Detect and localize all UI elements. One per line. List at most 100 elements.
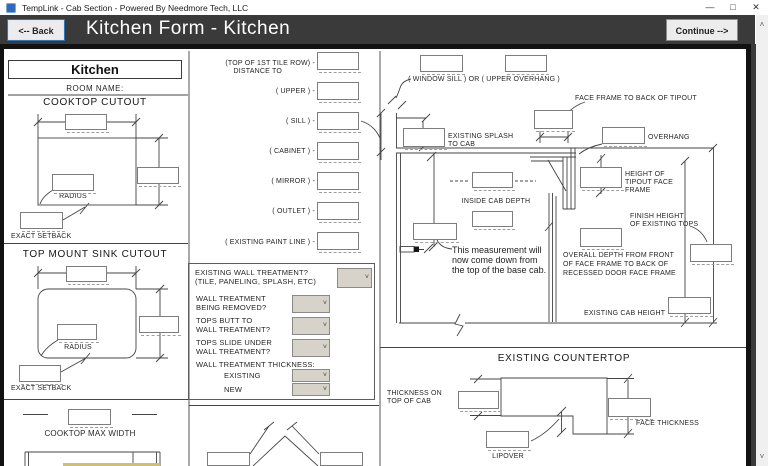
distance-row-label: ( OUTLET ) - bbox=[272, 208, 315, 215]
header-bar: <-- Back Kitchen Form - Kitchen Continue… bbox=[0, 15, 755, 44]
face-thickness-input[interactable] bbox=[608, 398, 653, 420]
lipover-label: LIPOVER bbox=[492, 453, 524, 460]
inside-cab-depth-input[interactable] bbox=[472, 172, 515, 191]
scroll-up-icon[interactable]: ˄ bbox=[759, 20, 765, 29]
note-line: the top of the base cab. bbox=[452, 265, 547, 276]
finish-height-label: FINISH HEIGHT bbox=[630, 213, 684, 220]
wall-treatment-select[interactable]: ˅ bbox=[337, 268, 372, 288]
room-name-value[interactable]: Kitchen bbox=[8, 60, 182, 79]
sink-depth-input[interactable] bbox=[139, 316, 181, 336]
distance-input-4[interactable] bbox=[317, 172, 361, 193]
overall-depth-label2: OF FACE FRAME TO BACK OF bbox=[563, 261, 669, 268]
distance-input-0[interactable] bbox=[317, 52, 361, 73]
face-thickness-label: FACE THICKNESS bbox=[636, 420, 699, 427]
thickness-on-top-input[interactable] bbox=[458, 391, 501, 412]
tops-butt-label: TOPS BUTT TO bbox=[196, 316, 253, 325]
distance-row1-label: (TOP OF 1ST TILE ROW) - bbox=[225, 60, 315, 67]
tipout-height-label3: FRAME bbox=[625, 187, 651, 194]
sink-setback-input[interactable] bbox=[19, 365, 63, 385]
finish-height-label2: OF EXISTING TOPS bbox=[630, 221, 699, 228]
continue-button[interactable]: Continue --> bbox=[666, 19, 738, 41]
thickness-on-top-label: THICKNESS ON bbox=[387, 390, 442, 397]
window-sill-label: ( WINDOW SILL ) OR ( UPPER OVERHANG ) bbox=[408, 75, 560, 83]
distance-input-3[interactable] bbox=[317, 142, 361, 163]
removed-select[interactable]: ˅ bbox=[292, 295, 330, 313]
removed-q-label2: BEING REMOVED? bbox=[196, 302, 267, 312]
chevron-down-icon: ˅ bbox=[322, 300, 327, 308]
face-frame-tipout-label: FACE FRAME TO BACK OF TIPOUT bbox=[575, 95, 697, 102]
chevron-down-icon: ˅ bbox=[322, 322, 327, 330]
distance-input-2[interactable] bbox=[317, 112, 361, 133]
cooktop-setback-input[interactable] bbox=[20, 212, 65, 232]
distance-row-label: ( CABINET ) - bbox=[269, 148, 315, 155]
sink-width-input[interactable] bbox=[66, 266, 109, 285]
title-bar: TempLink - Cab Section - Powered By Need… bbox=[0, 0, 768, 15]
tops-slide-select[interactable]: ˅ bbox=[292, 339, 330, 357]
chevron-down-icon: ˅ bbox=[364, 274, 369, 282]
chevron-down-icon: ˅ bbox=[322, 371, 327, 379]
cooktop-max-width-label: COOKTOP MAX WIDTH bbox=[44, 429, 136, 438]
overall-depth-label3: RECESSED DOOR FACE FRAME bbox=[563, 270, 676, 277]
chevron-down-icon: ˅ bbox=[322, 385, 327, 393]
cooktop-cutout-title: COOKTOP CUTOUT bbox=[43, 97, 147, 108]
cooktop-setback-label: EXACT SETBACK bbox=[11, 233, 72, 240]
tipout-height-input[interactable] bbox=[580, 167, 624, 191]
cooktop-width-input[interactable] bbox=[65, 114, 109, 133]
cab-section-drawing bbox=[4, 51, 746, 466]
thickness-on-top-label2: TOP OF CAB bbox=[387, 398, 432, 405]
existing-splash-label: EXISTING SPLASH bbox=[448, 133, 514, 140]
chevron-down-icon: ˅ bbox=[322, 344, 327, 352]
existing-cab-height-label: EXISTING CAB HEIGHT bbox=[584, 310, 666, 317]
distance-input-5[interactable] bbox=[317, 202, 361, 223]
thickness-heading: WALL TREATMENT THICKNESS: bbox=[196, 360, 315, 369]
tipout-height-label2: TIPOUT FACE bbox=[625, 179, 673, 186]
tops-slide-label: TOPS SLIDE UNDER bbox=[196, 338, 272, 347]
lipover-input[interactable] bbox=[486, 431, 531, 451]
cooktop-radius-label: RADIUS bbox=[59, 193, 87, 200]
corner-input-left[interactable] bbox=[207, 452, 250, 466]
corner-input-right[interactable] bbox=[320, 452, 363, 466]
back-button[interactable]: <-- Back bbox=[7, 19, 65, 41]
highlight-strip bbox=[63, 463, 160, 466]
close-button[interactable]: ✕ bbox=[752, 2, 760, 12]
window-title: TempLink - Cab Section - Powered By Need… bbox=[22, 3, 249, 13]
finish-height-input[interactable] bbox=[690, 244, 734, 265]
overall-depth-label: OVERALL DEPTH FROM FRONT bbox=[563, 252, 675, 259]
distance-row-label: ( UPPER ) - bbox=[275, 88, 315, 95]
existing-countertop-title: EXISTING COUNTERTOP bbox=[497, 353, 631, 364]
cooktop-max-width-input[interactable] bbox=[68, 409, 113, 428]
tops-slide-label2: WALL TREATMENT? bbox=[196, 346, 271, 356]
face-frame-tipout-input[interactable] bbox=[534, 110, 575, 132]
cooktop-radius-input[interactable] bbox=[52, 174, 96, 194]
tops-butt-label2: WALL TREATMENT? bbox=[196, 324, 271, 334]
maximize-button[interactable]: □ bbox=[730, 2, 736, 12]
cooktop-depth-input[interactable] bbox=[137, 167, 181, 187]
note-line: now come down from bbox=[452, 255, 538, 266]
scrollbar[interactable]: ˄ ˅ bbox=[756, 15, 768, 466]
overhang-label: OVERHANG bbox=[648, 134, 690, 141]
upper-overhang-input[interactable] bbox=[505, 55, 549, 75]
overhang-input[interactable] bbox=[602, 127, 647, 147]
thickness-new-label: NEW bbox=[224, 385, 243, 394]
existing-cab-height-input[interactable] bbox=[668, 297, 713, 317]
overall-depth-input[interactable] bbox=[580, 228, 624, 250]
distance-input-1[interactable] bbox=[317, 82, 361, 103]
thickness-existing-select[interactable]: ˅ bbox=[292, 369, 330, 382]
thickness-new-select[interactable]: ˅ bbox=[292, 383, 330, 396]
existing-splash-input[interactable] bbox=[403, 128, 447, 150]
splash-height-input[interactable] bbox=[413, 223, 459, 243]
distance-input-6[interactable] bbox=[317, 232, 361, 253]
sink-radius-input[interactable] bbox=[57, 324, 99, 343]
distance-row-label: ( EXISTING PAINT LINE ) - bbox=[225, 239, 315, 246]
form-area bbox=[0, 44, 751, 466]
window-sill-input[interactable] bbox=[420, 55, 465, 75]
room-name-label: ROOM NAME: bbox=[66, 84, 124, 93]
scroll-down-icon[interactable]: ˅ bbox=[759, 452, 765, 461]
base-cab-measure-input[interactable] bbox=[472, 211, 515, 230]
app-icon bbox=[6, 3, 16, 13]
tops-butt-select[interactable]: ˅ bbox=[292, 317, 330, 335]
sink-cutout-title: TOP MOUNT SINK CUTOUT bbox=[22, 249, 168, 260]
measurement-note: This measurement will now come down from… bbox=[452, 245, 546, 275]
minimize-button[interactable]: — bbox=[705, 2, 715, 12]
